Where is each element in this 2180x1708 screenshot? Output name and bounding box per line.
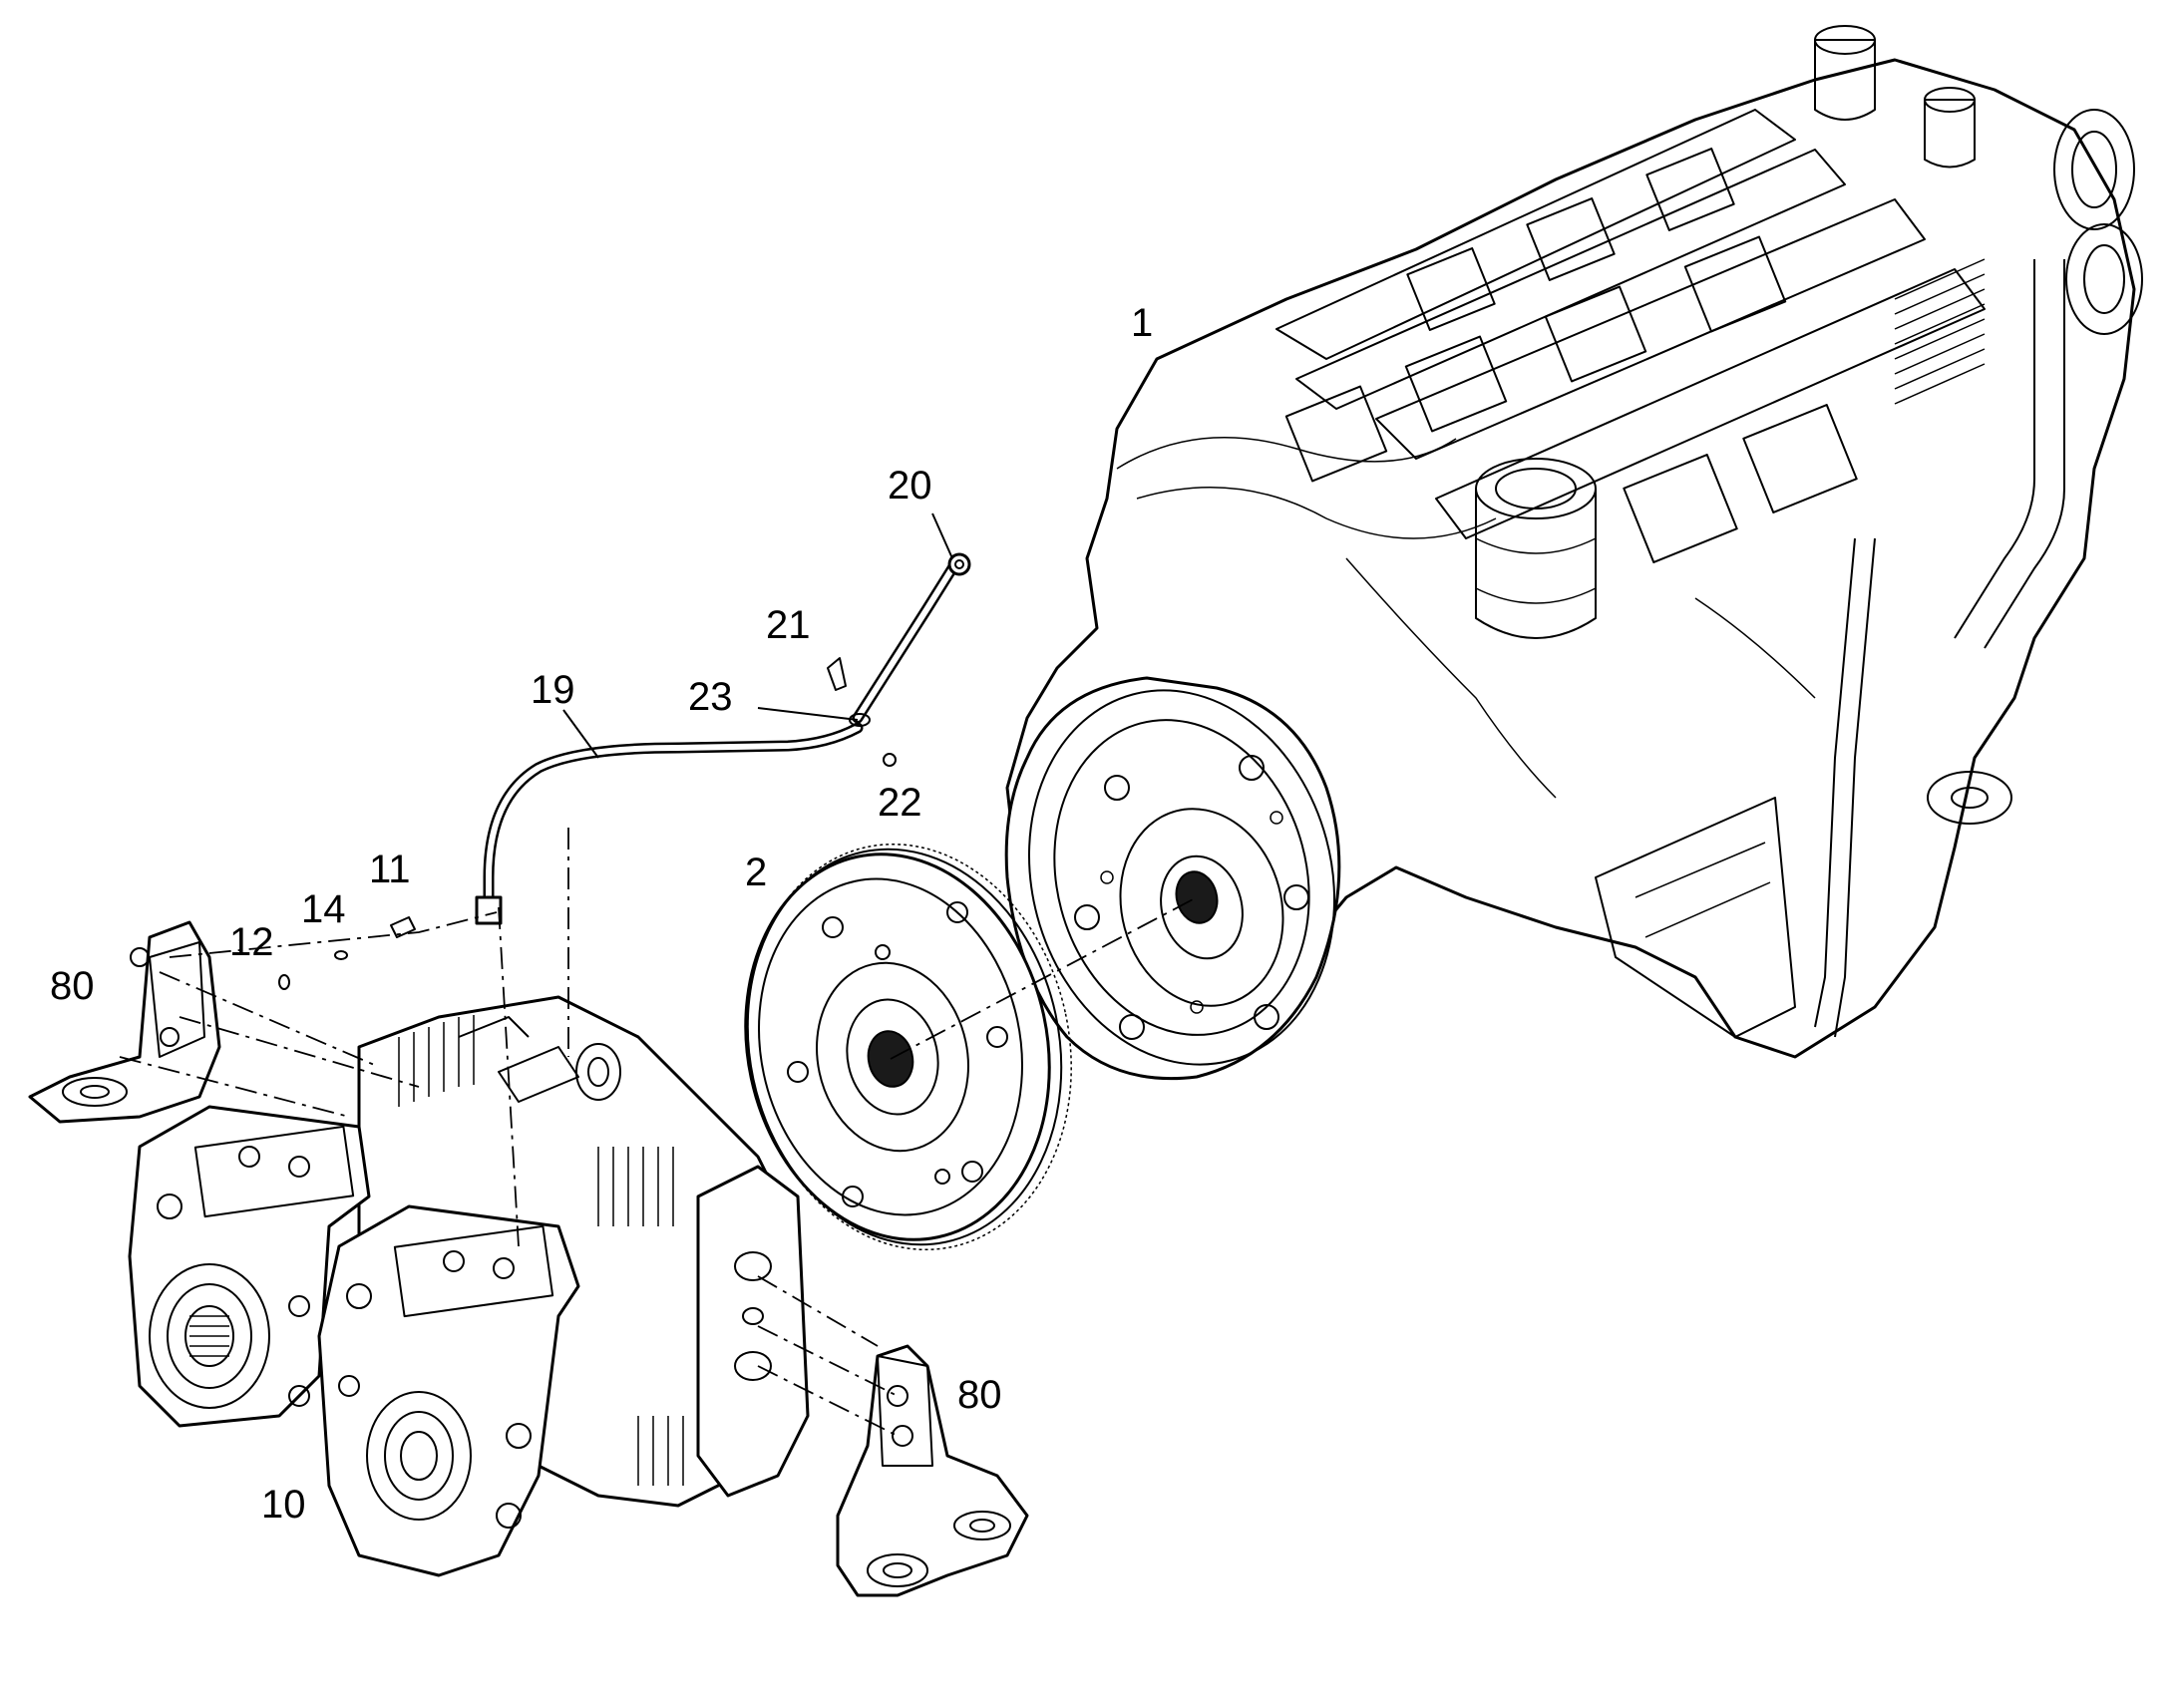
callout-2: 2: [745, 851, 767, 894]
callout-11: 11: [369, 848, 411, 891]
hose-assembly: [475, 552, 971, 925]
engine-assembly: [1004, 25, 2143, 1081]
callout-14: 14: [301, 887, 346, 931]
callout-19: 19: [531, 668, 575, 712]
pump-drive-assembly: [128, 995, 810, 1577]
callout-12: 12: [229, 920, 274, 964]
callout-23: 23: [688, 675, 733, 719]
flywheel: [744, 843, 1072, 1251]
callout-80-right: 80: [957, 1373, 1002, 1417]
callout-10: 10: [261, 1483, 306, 1527]
callout-80-left: 80: [50, 964, 95, 1008]
callout-22: 22: [878, 781, 922, 825]
fittings: [278, 916, 416, 990]
callout-20: 20: [888, 464, 932, 508]
flywheel-housing: [1004, 676, 1341, 1081]
mount-bracket-right: [836, 1344, 1029, 1597]
assembly-lines: [119, 828, 1198, 1437]
callout-21: 21: [766, 603, 811, 647]
mount-bracket-left: [28, 920, 221, 1124]
leader-lines: [562, 512, 953, 759]
callout-1: 1: [1131, 301, 1153, 345]
